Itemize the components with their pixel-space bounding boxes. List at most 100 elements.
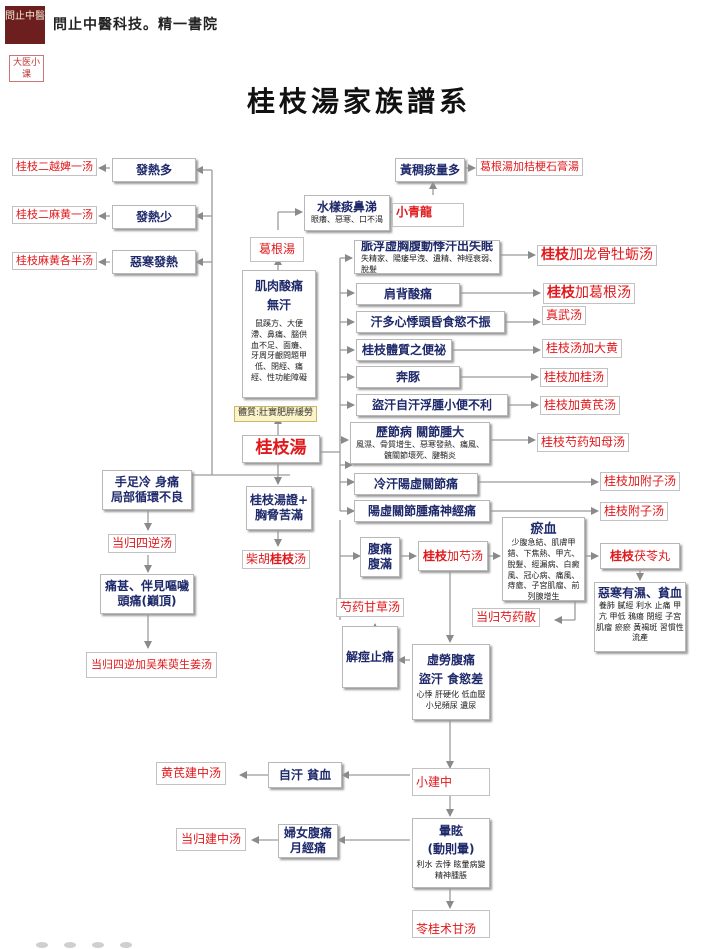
sweat-palpitation-box: 汗多心悸頭昏食慾不振 [356, 311, 505, 333]
watery-phlegm-box: 水樣痰鼻涕眼癢、惡寒、口不渴 [304, 195, 390, 231]
gegen-jiegeng-formula: 葛根湯加桔梗石膏湯 [476, 158, 583, 177]
sub-logo-text: 大医小课 [12, 58, 40, 80]
constipation-box: 桂枝體質之便祕 [356, 339, 452, 361]
constitution-note: 體質:壯實肥胖緩勞 [234, 406, 318, 422]
linggui-formula: 苓桂术甘汤 [412, 910, 490, 938]
box-red: 桂枝 [422, 548, 447, 563]
box-subtitle: 盜汗 食慾差 [418, 671, 484, 686]
cold-sweat-box: 冷汗陽虛關節痛 [354, 473, 478, 495]
box-text: 冷汗陽虛關節痛 [373, 476, 458, 491]
formula-rest: 麻黄各半汤 [38, 254, 93, 267]
box-line: 手足冷 身痛 [114, 475, 180, 489]
dahuang-formula: 桂枝汤加大黄 [542, 339, 623, 359]
formula-text: 当归建中汤 [181, 832, 242, 846]
box-line: 婦女腹痛 [283, 826, 332, 840]
box-text: 解痙止痛 [345, 649, 394, 664]
fever-less-box: 發熱少 [112, 205, 196, 229]
box-line: 胸脅苦滿 [254, 508, 303, 522]
formula-guizhi: 桂枝 [547, 285, 575, 301]
huangqi-add-formula: 桂枝加黄芪汤 [540, 396, 621, 416]
blood-stasis-box: 瘀血 少腹急結、肌膚甲錯、下焦熱、甲亢、脫髮、經漏病、白癜風、冠心病、痛風、痔瘡… [502, 517, 585, 601]
sub-logo: 大医小课 [9, 55, 44, 82]
note-text: 體質:壯實肥胖緩勞 [238, 408, 314, 418]
box-title: 虛勞腹痛 [426, 652, 475, 667]
box-text: 加芍汤 [447, 548, 484, 563]
box-text: 發熱多 [135, 162, 172, 177]
box-red: 桂枝 [361, 342, 386, 357]
abdominal-pain-box: 腹痛 腹滿 [360, 537, 400, 577]
formula-rest: 二麻黄一汤 [38, 208, 93, 221]
guizhi-tang-main: 桂枝湯 [242, 435, 320, 463]
formula-text: 葛根湯加桔梗石膏湯 [480, 160, 579, 173]
shaoyao-zhimu-formula: 桂枝芍药知母汤 [537, 433, 630, 453]
box-title: 歷節病 關節腫大 [375, 424, 465, 439]
formula-text: 苓桂术甘汤 [416, 922, 477, 936]
formula-part: 柴胡 [246, 552, 271, 566]
box-text: 茯苓丸 [634, 548, 671, 563]
formula-text: 桂枝加黄芪汤 [544, 398, 617, 412]
box-line: 桂枝湯證+ [249, 493, 309, 507]
xiaojianzhong-formula: 小建中 [412, 768, 490, 796]
sini-formula: 当归四逆汤 [108, 534, 177, 554]
sini-wuzhuyu-formula: 当归四逆加吴茱萸生姜汤 [86, 652, 217, 679]
box-text: 盜汗自汗浮腫小便不利 [371, 397, 492, 412]
box-text: 體質之便祕 [386, 342, 447, 357]
formula-text: 小建中 [416, 775, 453, 789]
women-pain-box: 婦女腹痛 月經痛 [278, 824, 338, 858]
box-line: 頭痛(巔頂) [117, 594, 177, 608]
pulse-palpitation-box: 脈浮虛胸腹動悸汗出失眠 失精家、陽痿早洩、遺精、神經衰弱、脫髮 [354, 240, 500, 274]
box-title: 水樣痰鼻涕 [316, 200, 377, 215]
box-red: 桂枝 [609, 548, 634, 563]
box-line: 月經痛 [289, 841, 326, 855]
left-formula-2: 桂枝二麻黄一汤 [12, 206, 97, 225]
joint-swelling-box: 歷節病 關節腫大 風濕、骨質增生、惡寒發熱、痛風、髖關節壞死、腱鞘炎 [350, 422, 490, 464]
chest-fullness-box: 桂枝湯證+ 胸脅苦滿 [246, 486, 312, 530]
formula-text: 当归四逆加吴茱萸生姜汤 [91, 658, 212, 671]
box-line: 痛甚、伴見嘔噦 [104, 579, 189, 593]
formula-text: 当归芍药散 [476, 610, 537, 624]
formula-text: 葛根湯 [259, 242, 296, 256]
night-sweat-box: 盜汗自汗浮腫小便不利 [356, 394, 508, 416]
bentun-box: 奔豚 [356, 366, 460, 388]
box-text: 自汗 貧血 [278, 767, 332, 782]
main-text: 桂枝湯 [255, 438, 307, 459]
formula-rest: 加龙骨牡蛎汤 [569, 247, 653, 263]
muscle-pain-box: 肌肉酸痛 無汗 鼠蹊方、大便滯、鼻痛、腦供血不足、面癱、牙周牙齦問題甲低、閉經、… [242, 270, 316, 398]
danggui-shaoyao-formula: 当归芍药散 [472, 608, 541, 628]
shoulder-back-box: 肩背酸痛 [356, 283, 460, 305]
fuzi-add-formula: 桂枝加附子汤 [600, 472, 681, 492]
xiaoqinglong-formula: 小青龍 [392, 203, 464, 227]
brand-name: 問止中醫科技。精一書院 [53, 17, 218, 33]
box-text: 發熱少 [135, 209, 172, 224]
fever-more-box: 發熱多 [112, 158, 196, 182]
box-detail: 鼠蹊方、大便滯、鼻痛、腦供血不足、面癱、牙周牙齦問題甲低、閉經、痛經、性功能障礙 [251, 319, 307, 382]
formula-guizhi: 桂枝 [16, 160, 38, 173]
severe-pain-box: 痛甚、伴見嘔噦 頭痛(巔頂) [100, 574, 194, 614]
danggui-jianzhong-formula: 当归建中汤 [176, 828, 247, 852]
chaihu-guizhi-formula: 柴胡桂枝汤 [242, 550, 311, 570]
formula-guizhi: 桂枝 [16, 208, 38, 221]
box-title: 暈眩 [438, 824, 463, 839]
box-text: 陽虛關節腫痛神經痛 [367, 503, 476, 518]
box-title: 瘀血 [530, 522, 557, 537]
guizhi-jiashao-box: 桂枝加芍汤 [418, 541, 488, 571]
fuling-wan-box: 桂枝茯苓丸 [600, 543, 680, 569]
formula-text: 芍药甘草汤 [340, 600, 401, 614]
yang-deficiency-box: 陽虛關節腫痛神經痛 [354, 500, 490, 522]
chill-dampness-box: 惡寒有濕、貧血 養肺 膩經 利水 止痛 甲亢 甲低 鴉瘍 閉經 子宮肌瘤 瘀瘀 … [594, 582, 686, 652]
box-detail: 少腹急結、肌膚甲錯、下焦熱、甲亢、脫髮、經漏病、白癜風、冠心病、痛風、痔瘡、子宮… [507, 538, 580, 601]
spontaneous-sweat-box: 自汗 貧血 [268, 762, 342, 788]
cold-limbs-box: 手足冷 身痛 局部循環不良 [102, 470, 192, 510]
left-formula-3: 桂枝麻黄各半汤 [12, 252, 97, 271]
box-text: 惡寒發熱 [129, 254, 178, 269]
gegen-add-formula: 桂枝加葛根汤 [543, 283, 635, 305]
chills-fever-box: 惡寒發熱 [112, 250, 196, 274]
box-text: 汗多心悸頭昏食慾不振 [370, 314, 491, 329]
box-title: 肌肉酸痛 [254, 279, 303, 293]
box-detail: 風濕、骨質增生、惡寒發熱、痛風、髖關節壞死、腱鞘炎 [356, 439, 484, 460]
deficiency-pain-box: 虛勞腹痛 盜汗 食慾差 心悸 肝硬化 低血壓 小兒頻尿 遺尿 [412, 644, 490, 720]
box-line: 腹痛 [367, 542, 392, 556]
box-detail: 眼癢、惡寒、口不渴 [311, 215, 383, 225]
brand-logo: 問止中醫 [5, 6, 45, 44]
left-formula-1: 桂枝二越婢一汤 [12, 158, 97, 177]
